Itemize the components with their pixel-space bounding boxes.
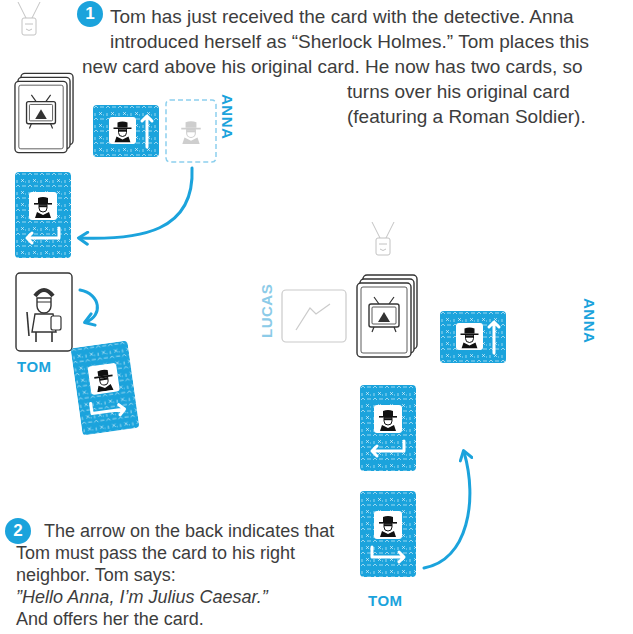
instruction-paragraph: Tom has just received the card with the … xyxy=(82,4,627,239)
detective-card xyxy=(440,311,506,363)
soldier-card xyxy=(16,273,72,351)
callout-number: 2 xyxy=(5,518,31,544)
player-name: LUCAS xyxy=(258,284,275,338)
player-name: ANNA xyxy=(219,94,236,139)
quote-text: ”Hello Anna, I’m Julius Caesar.” xyxy=(16,586,338,608)
player-pendant xyxy=(372,222,394,255)
player-name: TOM xyxy=(17,358,52,375)
card-outline xyxy=(166,100,216,162)
detective-card xyxy=(71,340,140,435)
faded-card xyxy=(282,290,346,342)
spacer xyxy=(82,79,347,239)
detective-card xyxy=(360,385,416,471)
detective-card xyxy=(360,491,416,577)
spacer xyxy=(16,520,44,542)
player-pendant xyxy=(18,2,40,35)
spacer xyxy=(82,4,110,54)
detective-card xyxy=(15,172,71,258)
player-name: TOM xyxy=(368,592,403,609)
instruction-paragraph: The arrow on the back indicates that Tom… xyxy=(16,520,338,630)
detective-card xyxy=(93,105,159,157)
pass-arrow xyxy=(80,168,192,238)
player-name: ANNA xyxy=(581,298,598,343)
instruction-text: Tom has just received the card with the … xyxy=(82,6,589,127)
flip-arrow xyxy=(80,290,97,322)
callout-number: 1 xyxy=(77,1,103,27)
tv-card xyxy=(15,81,67,152)
detective-ghost xyxy=(181,121,201,144)
instruction-text: And offers her the card. xyxy=(16,608,338,630)
pass-arrow xyxy=(424,452,470,568)
instruction-text: The arrow on the back indicates that Tom… xyxy=(16,521,334,585)
tv-card xyxy=(357,283,411,357)
